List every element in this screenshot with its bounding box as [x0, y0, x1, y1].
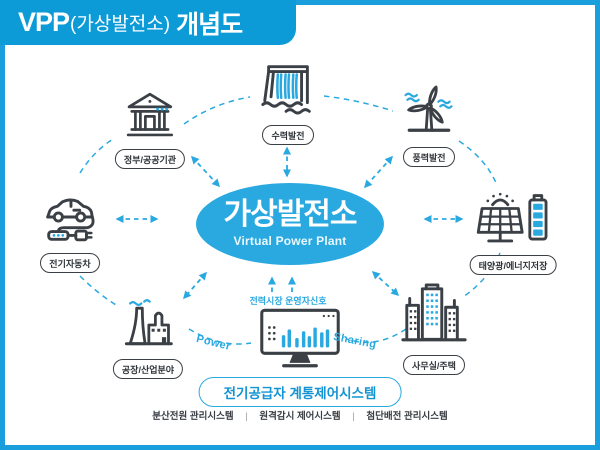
title-banner: VPP (가상발전소) 개념도	[0, 0, 296, 45]
node-ev: 전기자동차	[39, 186, 101, 273]
node-government: 정부/공공기관	[114, 86, 186, 169]
label-solar: 태양광/에너지저장	[469, 255, 557, 275]
subsystem-item: 원격감시 제어시스템	[259, 411, 341, 422]
factory-icon	[124, 299, 173, 346]
virtual-power-plant-ellipse: 가상발전소 Virtual Power Plant	[196, 183, 384, 265]
bank-building-icon	[126, 92, 174, 137]
subsystem-divider: |	[352, 411, 355, 422]
city-buildings-icon	[401, 283, 467, 342]
label-office: 사무실/주택	[403, 355, 465, 375]
control-monitor-icon	[260, 308, 340, 368]
title-brand: VPP	[18, 7, 70, 37]
label-factory: 공장/산업분야	[112, 359, 184, 379]
node-solar: 태양광/에너지저장	[469, 188, 557, 275]
node-office: 사무실/주택	[399, 282, 469, 375]
subsystem-item: 첨단배전 관리시스템	[366, 411, 448, 422]
label-wind: 풍력발전	[403, 147, 455, 167]
label-hydro: 수력발전	[262, 125, 314, 145]
label-control-system: 전기공급자 계통제어시스템	[198, 377, 402, 407]
wind-turbine-icon	[404, 85, 453, 132]
label-government: 정부/공공기관	[114, 149, 186, 169]
power-flow-label: Power	[195, 332, 232, 354]
center-subtitle: Virtual Power Plant	[233, 234, 347, 248]
node-wind: 풍력발전	[399, 82, 459, 167]
node-control-system	[257, 306, 343, 370]
solar-battery-icon	[477, 192, 548, 243]
subsystem-list: 분산전원 관리시스템 | 원격감시 제어시스템 | 첨단배전 관리시스템	[0, 408, 600, 422]
title-paren: (가상발전소)	[70, 14, 171, 35]
subsystem-divider: |	[245, 411, 248, 422]
label-ev: 전기자동차	[40, 253, 100, 273]
hydro-dam-icon	[261, 65, 311, 115]
page-title: 개념도	[176, 10, 243, 39]
operator-signal-label: 전력시장 운영자신호	[249, 296, 327, 306]
subsystem-item: 분산전원 관리시스템	[152, 411, 234, 422]
center-title: 가상발전소	[223, 198, 358, 231]
node-hydro: 수력발전	[257, 58, 319, 145]
node-factory: 공장/산업분야	[112, 296, 184, 379]
electric-car-icon	[46, 198, 95, 242]
